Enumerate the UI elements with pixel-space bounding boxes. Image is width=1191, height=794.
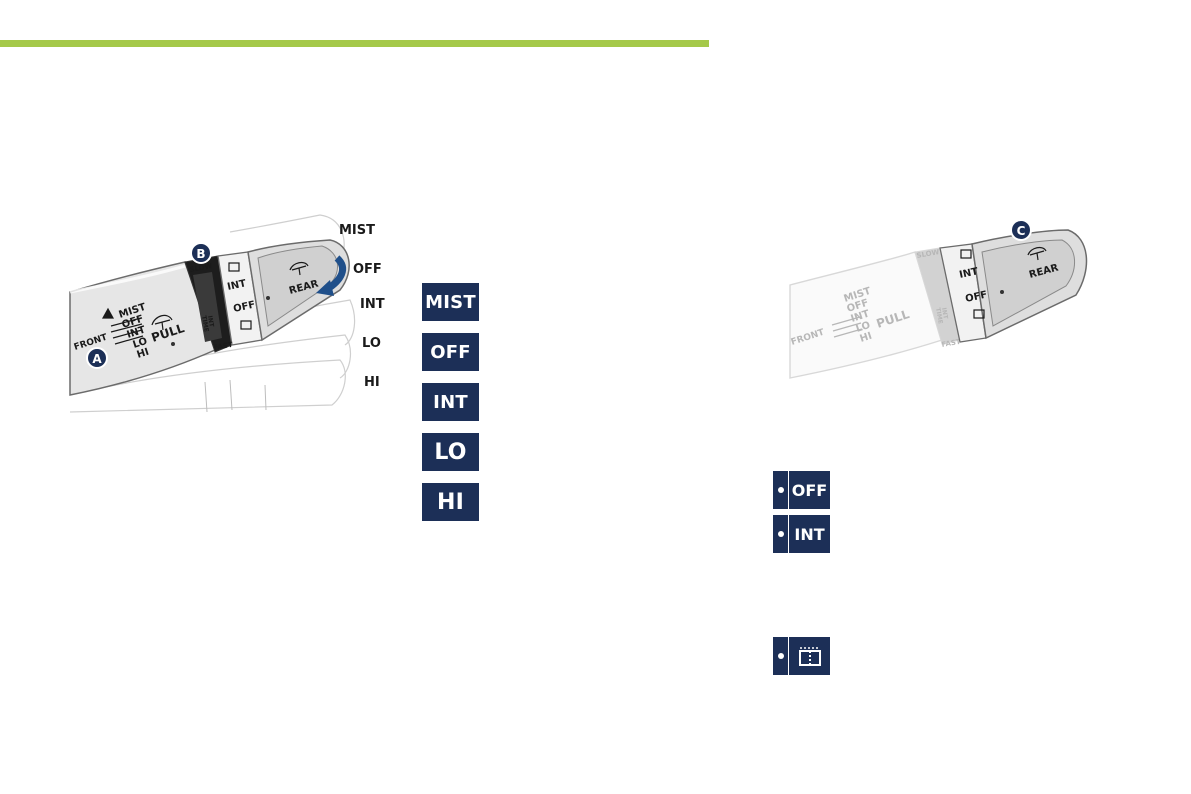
position-dot-icon <box>777 487 784 493</box>
mist-position-outline <box>229 214 345 259</box>
callout-a <box>86 347 108 369</box>
ring-int-label: INT <box>226 278 247 293</box>
mode-badge-int: INT <box>422 383 479 421</box>
faded-fast-label: FAST <box>941 338 962 349</box>
handle-mode-hi: HI <box>136 347 151 361</box>
fast-label: FAST <box>213 341 234 352</box>
faded-int-time-label-2: TIME <box>934 307 944 324</box>
ring-off-label: OFF <box>232 300 256 315</box>
position-dot-icon <box>777 653 784 659</box>
rear-wiper-stalk-illustration: FRONT MIST OFF INT LO HI PULL SLOW INT T… <box>789 219 1088 379</box>
callout-c-label: C <box>1017 224 1026 238</box>
hi-position-outline <box>69 359 346 413</box>
rear-wiper-stalk-figure: FRONT MIST OFF INT LO HI PULL SLOW INT T… <box>760 200 1120 400</box>
front-wiper-stalk-illustration: FRONT MIST OFF INT LO HI PULL SLOW INT T… <box>69 214 385 413</box>
rear-ring-off-label: OFF <box>964 290 988 305</box>
callout-b-label: B <box>196 247 205 261</box>
front-wiper-stalk-figure: FRONT MIST OFF INT LO HI PULL SLOW INT T… <box>0 0 600 480</box>
int-time-label-1: INT <box>206 315 215 328</box>
mode-badge-mist: MIST <box>422 283 479 321</box>
wiper-icon-bottom <box>240 320 252 330</box>
wiper-icon-top <box>228 262 240 272</box>
mode-badge-lo: LO <box>422 433 479 471</box>
faded-slow-label: SLOW <box>916 248 940 260</box>
faded-mode-hi: HI <box>859 331 874 345</box>
faded-mode-lo: LO <box>855 320 872 335</box>
callout-c <box>1010 219 1032 241</box>
rear-washer-icon <box>798 647 821 667</box>
rear-wiper-icon <box>289 261 309 276</box>
position-label-lo: LO <box>362 336 381 351</box>
rear-mode-badge-off: OFF <box>773 471 830 509</box>
rear-mode-label-off: OFF <box>791 480 828 500</box>
header-accent-bar <box>0 40 709 47</box>
wiper-speed-lines-icon <box>110 317 144 345</box>
callout-a-label: A <box>92 352 102 366</box>
position-dot-icon <box>777 531 784 537</box>
int-time-label-2: TIME <box>200 315 210 332</box>
position-label-int: INT <box>360 297 385 312</box>
rear-washer-icon <box>1027 246 1047 261</box>
position-label-hi: HI <box>364 375 380 390</box>
rear-mode-badge-int: INT <box>773 515 830 553</box>
rear-ring-int-label: INT <box>958 266 979 281</box>
position-label-off: OFF <box>353 262 382 277</box>
rear-wiper-icon-top <box>960 249 972 259</box>
mode-badge-off: OFF <box>422 333 479 371</box>
rear-mode-label-int: INT <box>794 524 825 544</box>
rear-wiper-icon-bottom <box>973 309 985 319</box>
washer-icon <box>151 314 173 331</box>
faded-stalk-handle <box>789 251 943 379</box>
position-label-mist: MIST <box>339 223 375 238</box>
faded-int-time-label-1: INT <box>940 307 949 320</box>
mode-badge-hi: HI <box>422 483 479 521</box>
callout-b <box>190 242 212 264</box>
rear-mode-badge-washer <box>773 637 830 675</box>
handle-mode-lo: LO <box>132 336 149 351</box>
slow-label: SLOW <box>189 262 213 274</box>
